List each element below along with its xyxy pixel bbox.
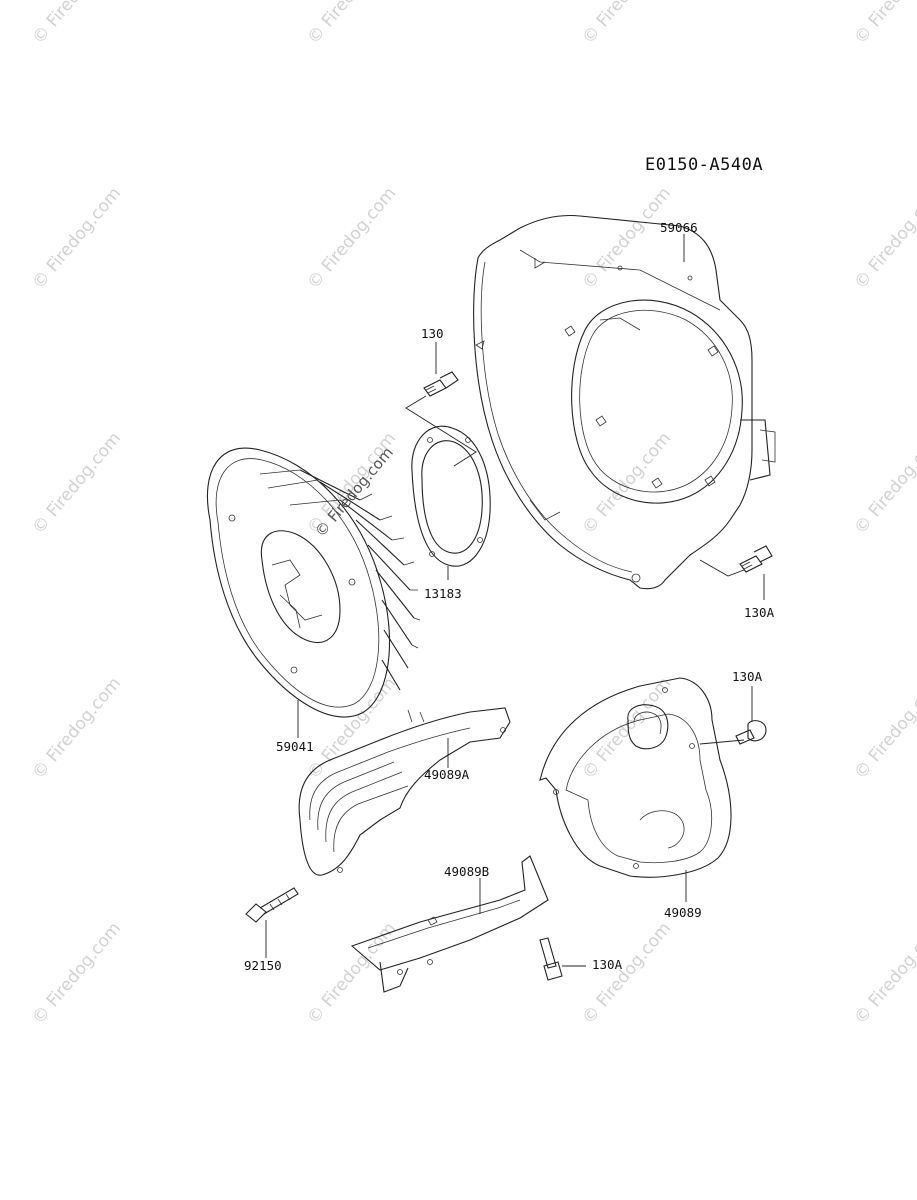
label-59041: 59041 [276, 739, 314, 754]
watermark-text: © Firedog.com [304, 919, 401, 1029]
watermark-text: © Firedog.com [851, 429, 917, 539]
watermark-text: © Firedog.com [851, 919, 917, 1029]
watermark-text: © Firedog.com [29, 184, 126, 294]
label-49089B: 49089B [444, 864, 489, 879]
watermark-text: © Firedog.com [29, 429, 126, 539]
leader-130A-top [699, 686, 753, 745]
part-130-bolt [423, 371, 459, 397]
label-49089: 49089 [664, 905, 702, 920]
label-59066: 59066 [660, 220, 698, 235]
label-130A-top: 130A [732, 669, 763, 684]
label-13183: 13183 [424, 586, 462, 601]
part-92150-stud [245, 887, 299, 923]
watermark-text: © Firedog.com [851, 184, 917, 294]
watermark-text: © Firedog.com [29, 674, 126, 784]
part-59066-fan-housing [473, 214, 776, 590]
part-labels: 59066 130 13183 130A 59041 130A 49089A 4… [244, 220, 775, 973]
watermark-text: © Firedog.com [851, 0, 917, 48]
watermark-text: © Firedog.com [579, 0, 676, 48]
watermark-text: © Firedog.com [29, 0, 126, 48]
watermark-text: © Firedog.com [851, 674, 917, 784]
part-13183-gasket [411, 425, 491, 567]
part-49089-cover [539, 677, 732, 878]
watermark-text: © Firedog.com [579, 919, 676, 1029]
leader-130A-mid [699, 559, 765, 600]
watermark-text: © Firedog.com [304, 0, 401, 48]
watermark-text: © Firedog.com [579, 184, 676, 294]
part-130A-bolt-bottom [539, 937, 563, 981]
watermark-center: © Firedog.com [311, 444, 396, 541]
label-49089A: 49089A [424, 767, 470, 782]
part-59041-flywheel-fan [206, 447, 421, 718]
part-130A-bolt-top [735, 720, 767, 745]
label-130A-bot: 130A [592, 957, 623, 972]
diagram-reference-code: E0150-A540A [645, 155, 763, 175]
leader-lines [265, 234, 765, 967]
part-49089A-cover [298, 707, 511, 876]
label-92150: 92150 [244, 958, 282, 973]
watermark-text: © Firedog.com [29, 919, 126, 1029]
part-130A-bolt-mid [739, 545, 773, 573]
watermark-text: © Firedog.com [304, 184, 401, 294]
part-49089B-cover [350, 855, 549, 993]
label-130: 130 [421, 326, 444, 341]
watermark-text: © Firedog.com [579, 429, 676, 539]
leader-130-to-housing [405, 395, 477, 467]
label-130A-mid: 130A [744, 605, 775, 620]
